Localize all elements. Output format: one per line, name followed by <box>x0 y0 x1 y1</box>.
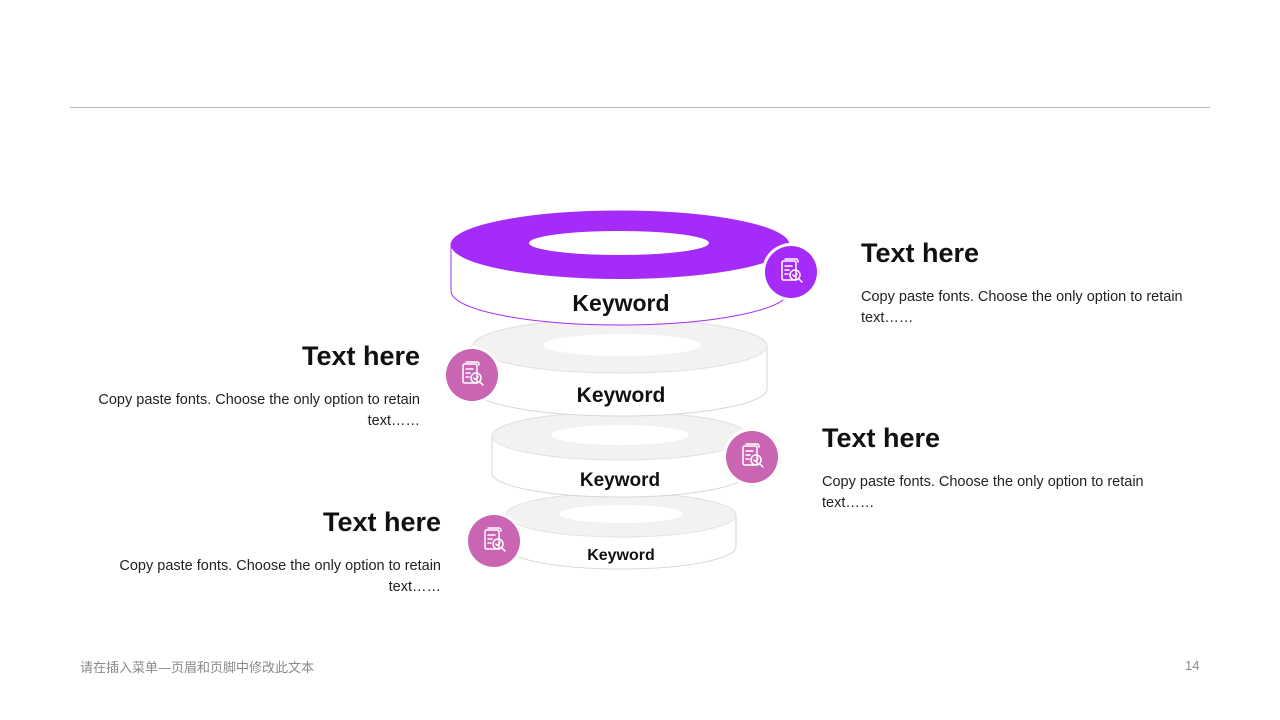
ring-3-hole <box>551 425 689 445</box>
header-divider <box>70 107 1210 108</box>
page-number: 14 <box>1185 658 1200 673</box>
document-search-icon <box>765 246 817 298</box>
callout-4: Text here Copy paste fonts. Choose the o… <box>101 507 441 598</box>
ring-2-hole <box>543 334 701 356</box>
callout-title: Text here <box>301 341 420 371</box>
callout-body: Copy paste fonts. Choose the only option… <box>98 391 420 429</box>
ring-3-label: Keyword <box>580 470 660 491</box>
ring-1: Keyword <box>450 210 790 326</box>
callout-title: Text here <box>322 507 441 537</box>
callout-title: Text here <box>861 238 980 268</box>
ring-4: Keyword <box>505 492 737 570</box>
ring-4-hole <box>559 505 683 523</box>
footer-note: 请在插入菜单—页眉和页脚中修改此文本 <box>80 661 315 676</box>
callout-body: Copy paste fonts. Choose the only option… <box>822 473 1144 511</box>
ring-1-hole <box>529 231 709 255</box>
document-search-icon <box>446 349 498 401</box>
ring-2: Keyword <box>472 318 768 417</box>
ring-3: Keyword <box>491 411 749 498</box>
ring-4-label: Keyword <box>587 547 655 564</box>
callout-3: Text here Copy paste fonts. Choose the o… <box>822 423 1162 514</box>
callout-1: Text here Copy paste fonts. Choose the o… <box>861 238 1201 329</box>
ring-2-label: Keyword <box>577 384 666 407</box>
callout-2: Text here Copy paste fonts. Choose the o… <box>80 341 420 432</box>
document-search-icon <box>468 515 520 567</box>
callout-body: Copy paste fonts. Choose the only option… <box>861 288 1183 326</box>
callout-body: Copy paste fonts. Choose the only option… <box>119 557 441 595</box>
document-search-icon <box>726 431 778 483</box>
ring-1-label: Keyword <box>572 290 669 316</box>
callout-title: Text here <box>822 423 941 453</box>
